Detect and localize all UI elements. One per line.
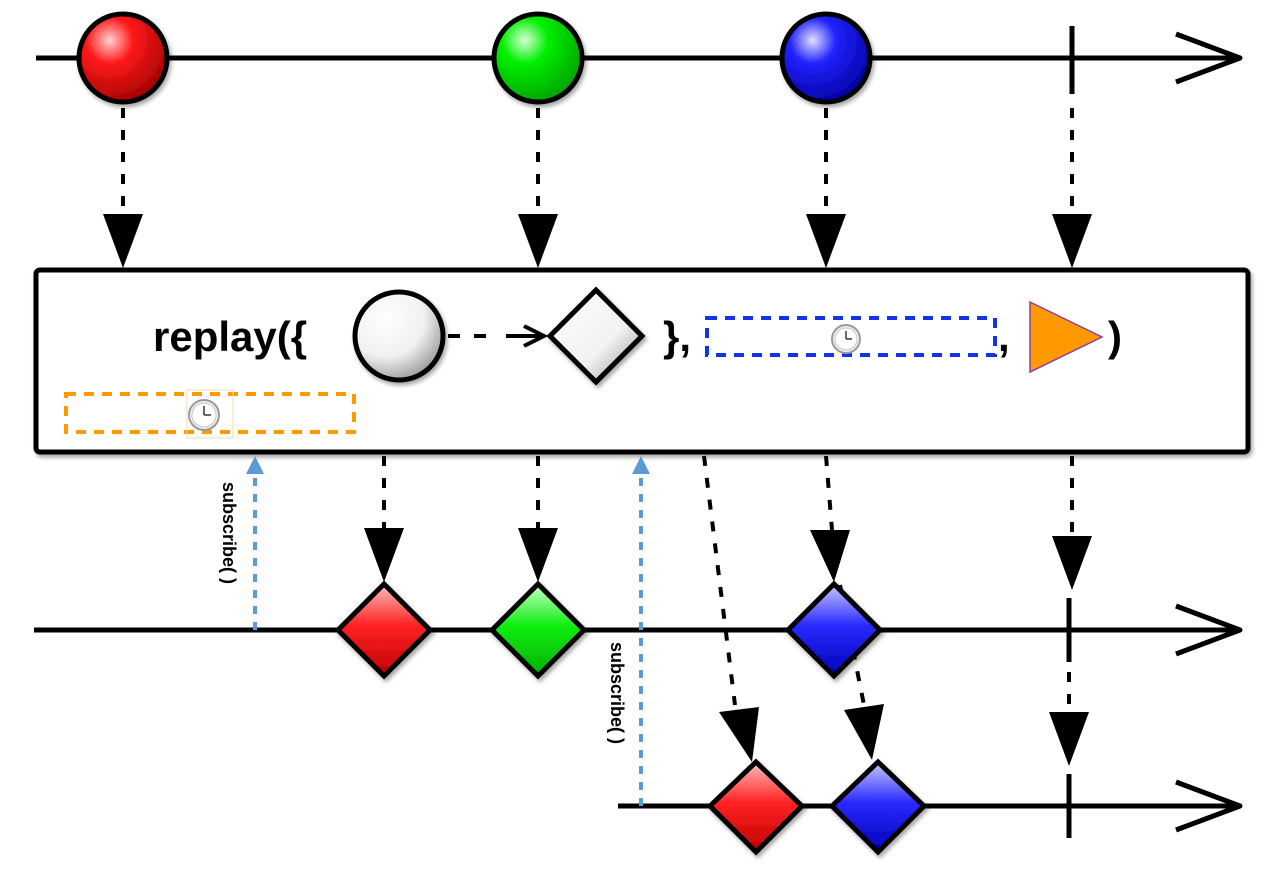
clock-icon	[188, 399, 220, 431]
dotted-arrow-out2-red	[702, 455, 759, 762]
selector-output-diamond-icon	[546, 286, 646, 386]
selector-function-icon	[352, 286, 646, 386]
subscribe-arrow-1: subscribe( )	[219, 456, 264, 630]
dotted-arrow-red	[103, 108, 143, 268]
source-marble-blue	[779, 11, 873, 105]
source-timeline-arrowhead	[1175, 31, 1243, 85]
source-to-operator-arrows	[103, 108, 1092, 268]
source-timeline	[36, 11, 1243, 105]
scheduler-timeline-box	[64, 389, 356, 439]
subscribe-arrowhead-icon	[246, 456, 264, 474]
subscribe-label-1: subscribe( )	[219, 482, 239, 584]
dotted-arrow-out1-blue	[810, 455, 850, 582]
dotted-arrow-out2-complete	[1049, 650, 1089, 766]
subscribe-label-2: subscribe( )	[607, 642, 627, 744]
output1-diamond-red	[334, 580, 434, 680]
operator-to-output-arrows	[364, 455, 1092, 766]
subscribe-arrowhead-icon	[632, 456, 650, 474]
operator-suffix: )	[1108, 313, 1122, 360]
source-marble-green	[491, 11, 585, 105]
dotted-arrow-out1-red	[364, 456, 404, 582]
output1-diamond-blue	[784, 580, 884, 680]
output-timeline-2	[618, 758, 1243, 856]
subscribe-arrow-2: subscribe( )	[607, 456, 650, 806]
operator-prefix: replay({	[153, 313, 307, 360]
selector-arrow-icon	[523, 324, 549, 348]
dotted-arrow-green	[518, 108, 558, 268]
window-duration-box	[705, 316, 997, 357]
dotted-arrow-complete	[1052, 108, 1092, 268]
source-marble-red	[76, 11, 170, 105]
operator-box: replay({ }, , )	[33, 267, 1251, 455]
output-timeline-2-arrowhead	[1175, 779, 1243, 833]
dotted-arrow-out1-green	[518, 456, 558, 582]
output-timeline-1	[34, 580, 1243, 680]
operator-mid: },	[663, 313, 691, 360]
dotted-arrow-out1-complete	[1052, 456, 1092, 590]
operator-comma: ,	[998, 313, 1010, 360]
output2-diamond-red	[706, 758, 806, 856]
clock-icon	[831, 324, 861, 354]
selector-input-circle-icon	[352, 289, 446, 383]
scheduler-triangle-icon	[1029, 300, 1104, 374]
output2-diamond-blue	[828, 758, 928, 856]
dotted-arrow-out2-blue	[838, 584, 884, 760]
dotted-arrow-blue	[806, 108, 846, 268]
output-timeline-1-arrowhead	[1175, 603, 1243, 657]
output1-diamond-green	[488, 580, 588, 680]
